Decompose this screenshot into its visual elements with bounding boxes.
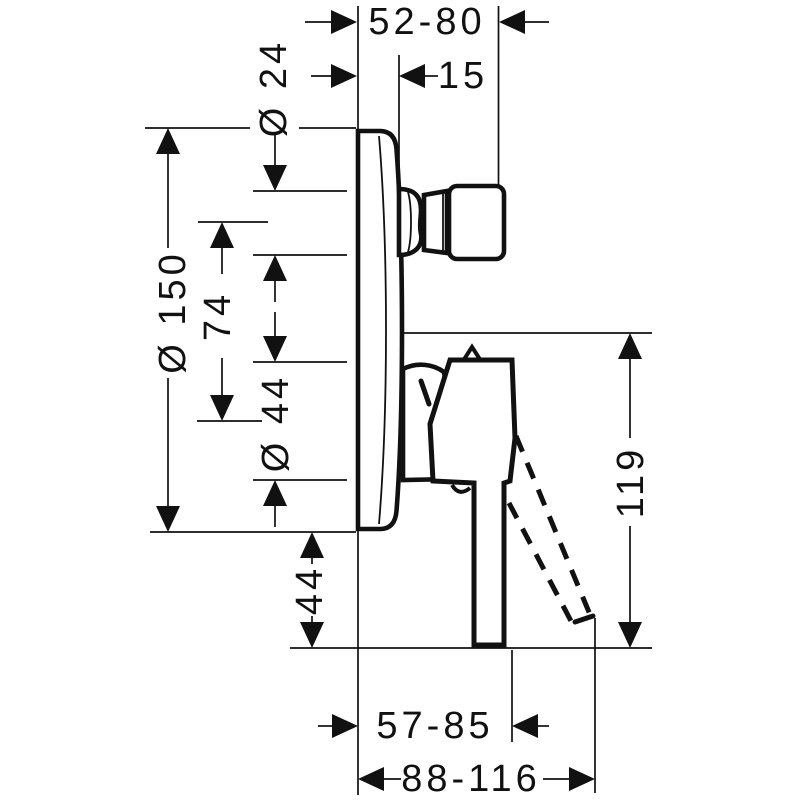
- lever-dashed-position: [506, 435, 596, 625]
- arrow-left: [399, 64, 425, 88]
- dim-label-open-projection: 88-116: [401, 758, 541, 800]
- dim-label-lever-height: 119: [610, 446, 652, 519]
- arrow-left: [499, 10, 525, 34]
- lever-top-peak: [461, 343, 483, 363]
- fixture-geometry: [355, 128, 596, 648]
- dim-label-rosette-diameter: Ø 44: [255, 374, 297, 472]
- dashed-lever-edge-left: [506, 501, 574, 623]
- dim-label-plate-thickness: 15: [438, 55, 488, 97]
- knob-neck-contour: [407, 191, 412, 253]
- arrow-down: [618, 622, 642, 648]
- arrow-up: [156, 128, 180, 154]
- arrow-left: [512, 714, 538, 738]
- dim-label-knob-diameter: Ø 24: [253, 39, 295, 137]
- dim-label-below-plate: 44: [289, 565, 331, 615]
- arrow-down: [263, 165, 287, 191]
- extension-lines: [145, 6, 652, 795]
- arrow-down: [210, 395, 234, 421]
- arrow-right: [331, 10, 357, 34]
- arrow-up: [263, 255, 287, 281]
- arrow-right: [332, 714, 358, 738]
- arrow-left: [358, 767, 384, 791]
- dim-label-plate-diameter: Ø 150: [152, 250, 194, 374]
- dashed-lever-tip: [572, 613, 596, 625]
- arrow-up: [300, 532, 324, 558]
- lever-dashed-fragment: [418, 378, 432, 407]
- escutcheon-plate: [355, 128, 405, 532]
- arrow-down: [263, 336, 287, 362]
- arrow-up: [263, 480, 287, 506]
- arrow-down: [300, 622, 324, 648]
- dashed-lever-edge-right: [513, 435, 594, 618]
- arrow-right: [331, 64, 357, 88]
- dimension-lines: [156, 10, 642, 791]
- plate-inner-contour: [378, 135, 387, 525]
- dim-label-axis-distance: 74: [197, 291, 239, 341]
- dimension-labels: 52-80 15 Ø 24 Ø 150 74 Ø 44 44 119 57-85…: [152, 1, 652, 800]
- dim-label-lever-projection: 57-85: [376, 705, 493, 747]
- arrow-right: [569, 767, 595, 791]
- lever-underside-hook: [450, 483, 472, 494]
- knob-cap: [446, 183, 507, 262]
- arrow-down: [156, 506, 180, 532]
- lever-handle: [427, 357, 518, 648]
- dim-label-top-projection: 52-80: [368, 1, 485, 43]
- arrow-up: [210, 222, 234, 248]
- arrow-up: [618, 333, 642, 359]
